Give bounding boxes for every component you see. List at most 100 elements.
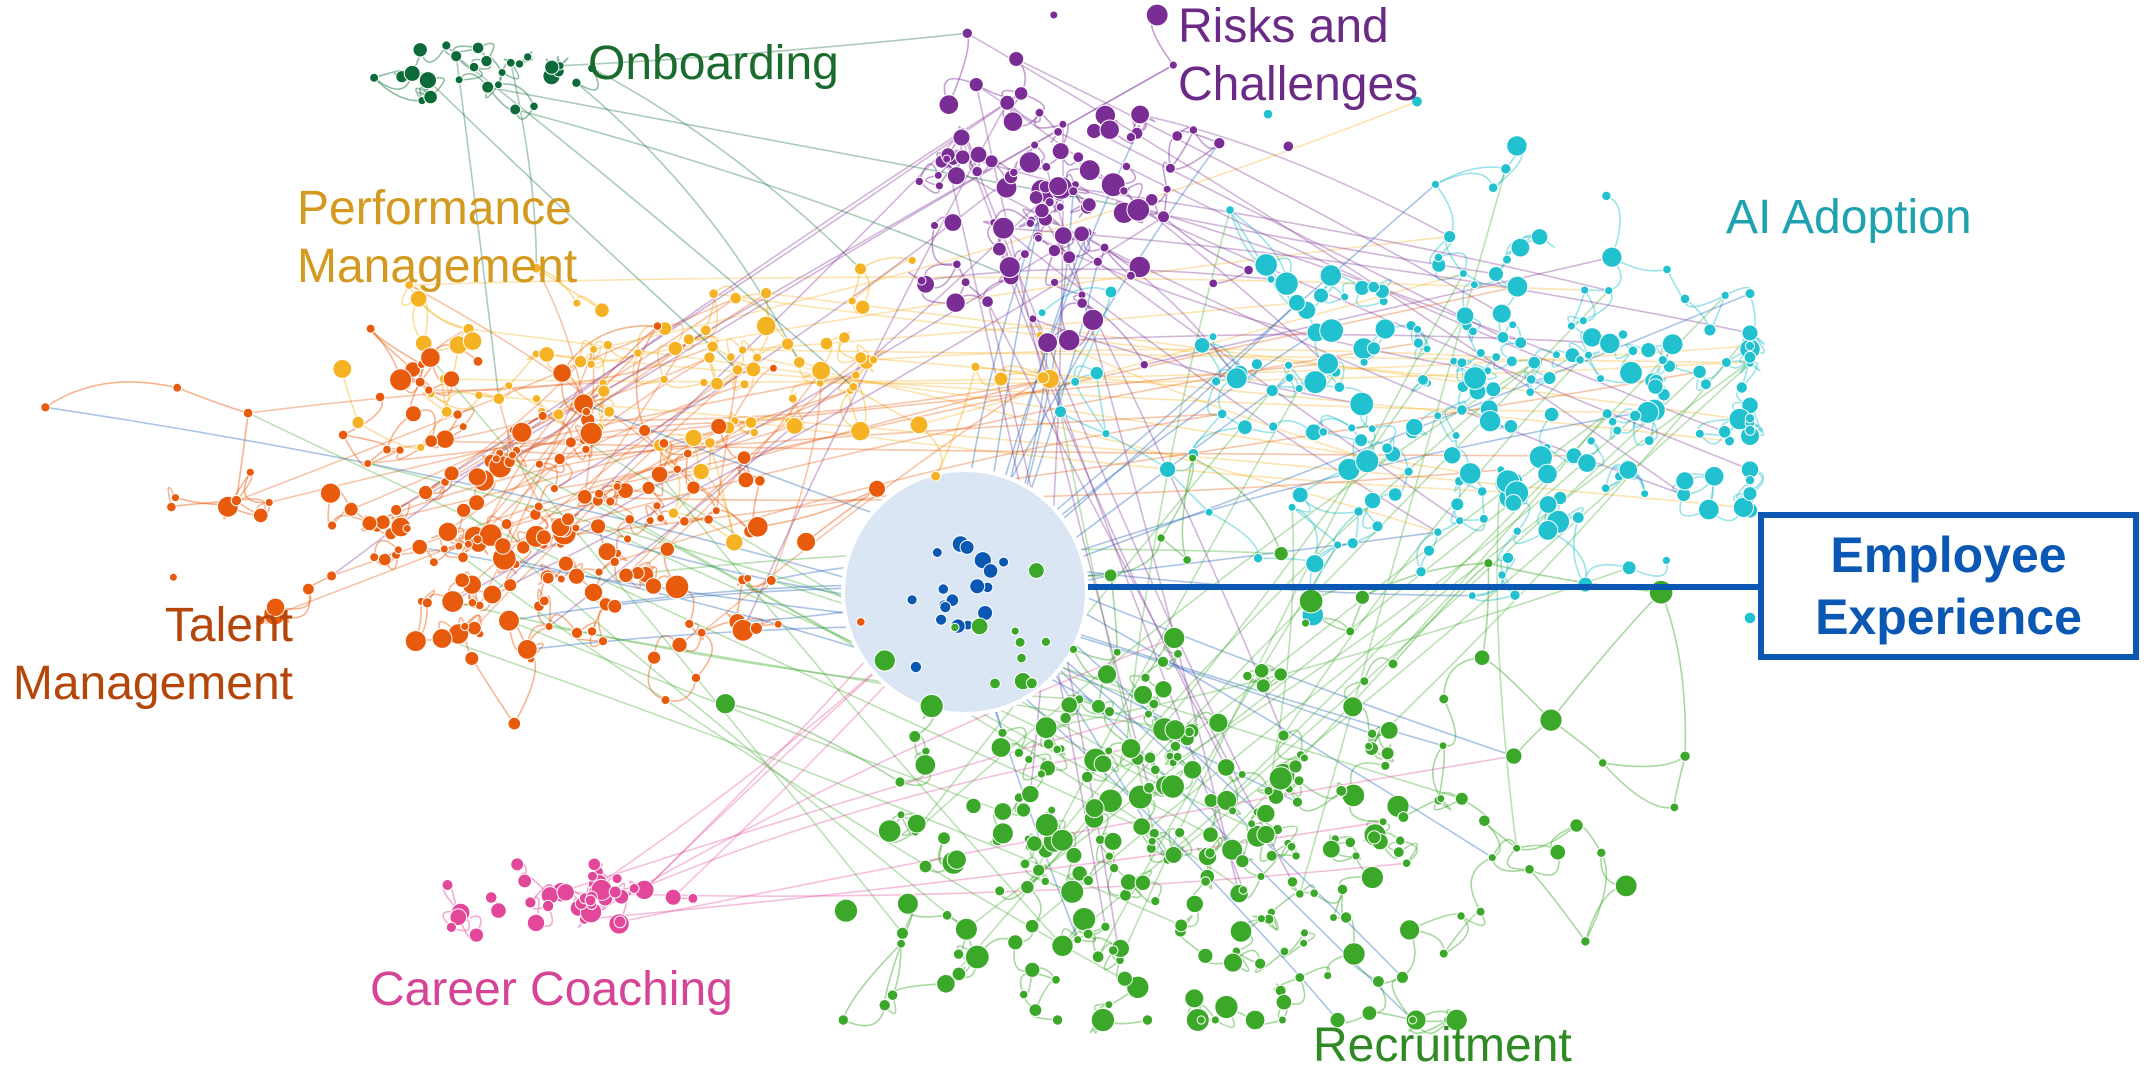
network-node-recruitment (998, 728, 1007, 737)
network-node-recruitment (1257, 915, 1265, 923)
network-node-talent (672, 637, 687, 652)
network-node-ai (1226, 368, 1247, 389)
network-node-ai (1492, 353, 1501, 362)
network-node-performance (441, 406, 452, 417)
network-node-risks (1073, 152, 1084, 163)
network-node-talent (376, 515, 391, 530)
network-node-ai (1320, 265, 1341, 286)
network-node-recruitment (834, 899, 857, 922)
network-edge (949, 33, 969, 104)
network-node-recruitment (938, 832, 951, 845)
network-node-talent (687, 481, 700, 494)
network-node-recruitment (1396, 836, 1405, 845)
network-node-ai (1742, 325, 1758, 341)
network-node-talent (468, 621, 482, 635)
label-performance-line2: Management (297, 238, 577, 296)
network-node-performance (598, 385, 610, 397)
network-node-talent (582, 407, 591, 416)
network-node-ai (1477, 487, 1487, 497)
network-node-ai (1581, 286, 1589, 294)
network-node-recruitment (1488, 854, 1496, 862)
network-node-recruitment (1051, 829, 1073, 851)
network-node-ai (1745, 289, 1755, 299)
network-node-ai (1744, 612, 1756, 624)
network-node-recruitment (1209, 713, 1228, 732)
network-node-career (585, 895, 596, 906)
network-node-talent (645, 578, 661, 594)
network-node-performance (668, 341, 682, 355)
network-node-risks (1100, 243, 1109, 252)
network-node-recruitment (1141, 673, 1150, 682)
network-node-risks (1127, 199, 1150, 222)
network-node-ai (1511, 238, 1530, 257)
network-node-talent (610, 557, 619, 566)
network-node-employee (983, 564, 998, 579)
network-node-ai (1567, 322, 1575, 330)
network-node-ai (1544, 407, 1559, 422)
network-node-recruitment (1301, 619, 1309, 627)
network-node-ai (1676, 472, 1694, 490)
network-node-ai (1704, 467, 1724, 487)
network-node-recruitment (1025, 755, 1033, 763)
network-node-recruitment (915, 755, 936, 776)
network-node-talent (41, 403, 50, 412)
network-node-recruitment (1217, 759, 1235, 777)
network-node-recruitment (1400, 920, 1420, 940)
network-node-recruitment (1457, 912, 1465, 920)
network-node-ai (1721, 291, 1729, 299)
network-node-ai (1320, 319, 1344, 343)
network-node-talent (613, 483, 621, 491)
network-node-ai (1459, 270, 1467, 278)
network-node-ai (1469, 327, 1478, 336)
network-node-recruitment (1033, 864, 1045, 876)
network-node-recruitment (1105, 852, 1113, 860)
network-node-recruitment (1144, 752, 1156, 764)
network-node-ai (1538, 464, 1558, 484)
network-node-risks (1050, 11, 1058, 19)
network-node-career (485, 892, 497, 904)
network-node-recruitment (838, 1015, 848, 1025)
network-node-performance (760, 288, 771, 299)
network-node-recruitment (1343, 943, 1365, 965)
network-node-risks (943, 155, 951, 163)
network-node-ai (1509, 321, 1517, 329)
network-node-risks (1042, 162, 1051, 171)
network-node-onboarding (524, 53, 532, 61)
network-node-recruitment (1257, 872, 1265, 880)
network-node-onboarding (482, 81, 494, 93)
network-node-ai (1434, 253, 1443, 262)
network-node-ai (1601, 484, 1610, 493)
network-node-talent (328, 521, 337, 530)
network-node-risks (1034, 234, 1042, 242)
network-node-ai (1578, 454, 1597, 473)
network-node-employee (907, 595, 917, 605)
network-node-talent (468, 468, 486, 486)
network-node-ai (1090, 366, 1103, 379)
network-node-ai (1304, 371, 1327, 394)
network-node-recruitment (1257, 825, 1275, 843)
network-node-recruitment (1043, 739, 1054, 750)
network-node-recruitment (1165, 846, 1182, 863)
network-node-recruitment (1016, 803, 1030, 817)
network-node-performance (732, 365, 743, 376)
network-node-career (665, 889, 681, 905)
network-node-recruitment (1133, 818, 1151, 836)
network-node-performance (726, 353, 735, 362)
network-node-ai (1275, 272, 1298, 295)
network-node-ai (1292, 487, 1308, 503)
network-node-recruitment (909, 731, 921, 743)
network-node-risks (1000, 95, 1015, 110)
network-edge (592, 68, 860, 269)
network-node-recruitment (1121, 739, 1141, 759)
network-node-talent (390, 369, 412, 391)
network-node-ai (1457, 358, 1467, 368)
network-node-recruitment (1094, 755, 1112, 773)
network-node-ai (1531, 229, 1548, 246)
network-node-recruitment (1355, 590, 1369, 604)
network-node-talent (344, 502, 358, 516)
network-node-recruitment (1175, 828, 1185, 838)
network-node-ai (1502, 552, 1513, 563)
network-node-talent (440, 545, 448, 553)
network-node-talent (648, 651, 661, 664)
network-node-risks (1169, 61, 1177, 69)
